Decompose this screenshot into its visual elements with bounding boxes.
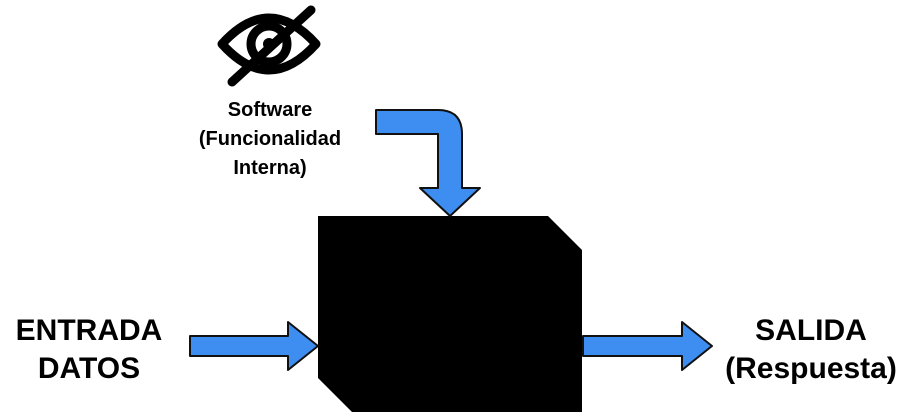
output-label-line1: SALIDA bbox=[755, 314, 867, 347]
arrow-input bbox=[189, 321, 319, 371]
input-label-line1: ENTRADA bbox=[15, 314, 163, 347]
black-box bbox=[318, 216, 582, 412]
software-label: Software (Funcionalidad Interna) bbox=[175, 96, 365, 183]
arrow-software-to-box bbox=[375, 109, 481, 217]
eye-slash-icon bbox=[217, 5, 321, 87]
input-label: ENTRADA DATOS bbox=[4, 312, 174, 388]
input-label-line2: DATOS bbox=[37, 352, 141, 385]
output-label: SALIDA (Respuesta) bbox=[716, 312, 906, 388]
software-label-line1: Software bbox=[227, 99, 313, 121]
software-label-line3: Interna) bbox=[233, 157, 307, 179]
arrow-output bbox=[582, 321, 713, 371]
software-label-line2: (Funcionalidad bbox=[198, 128, 342, 150]
output-label-line2: (Respuesta) bbox=[725, 352, 897, 385]
